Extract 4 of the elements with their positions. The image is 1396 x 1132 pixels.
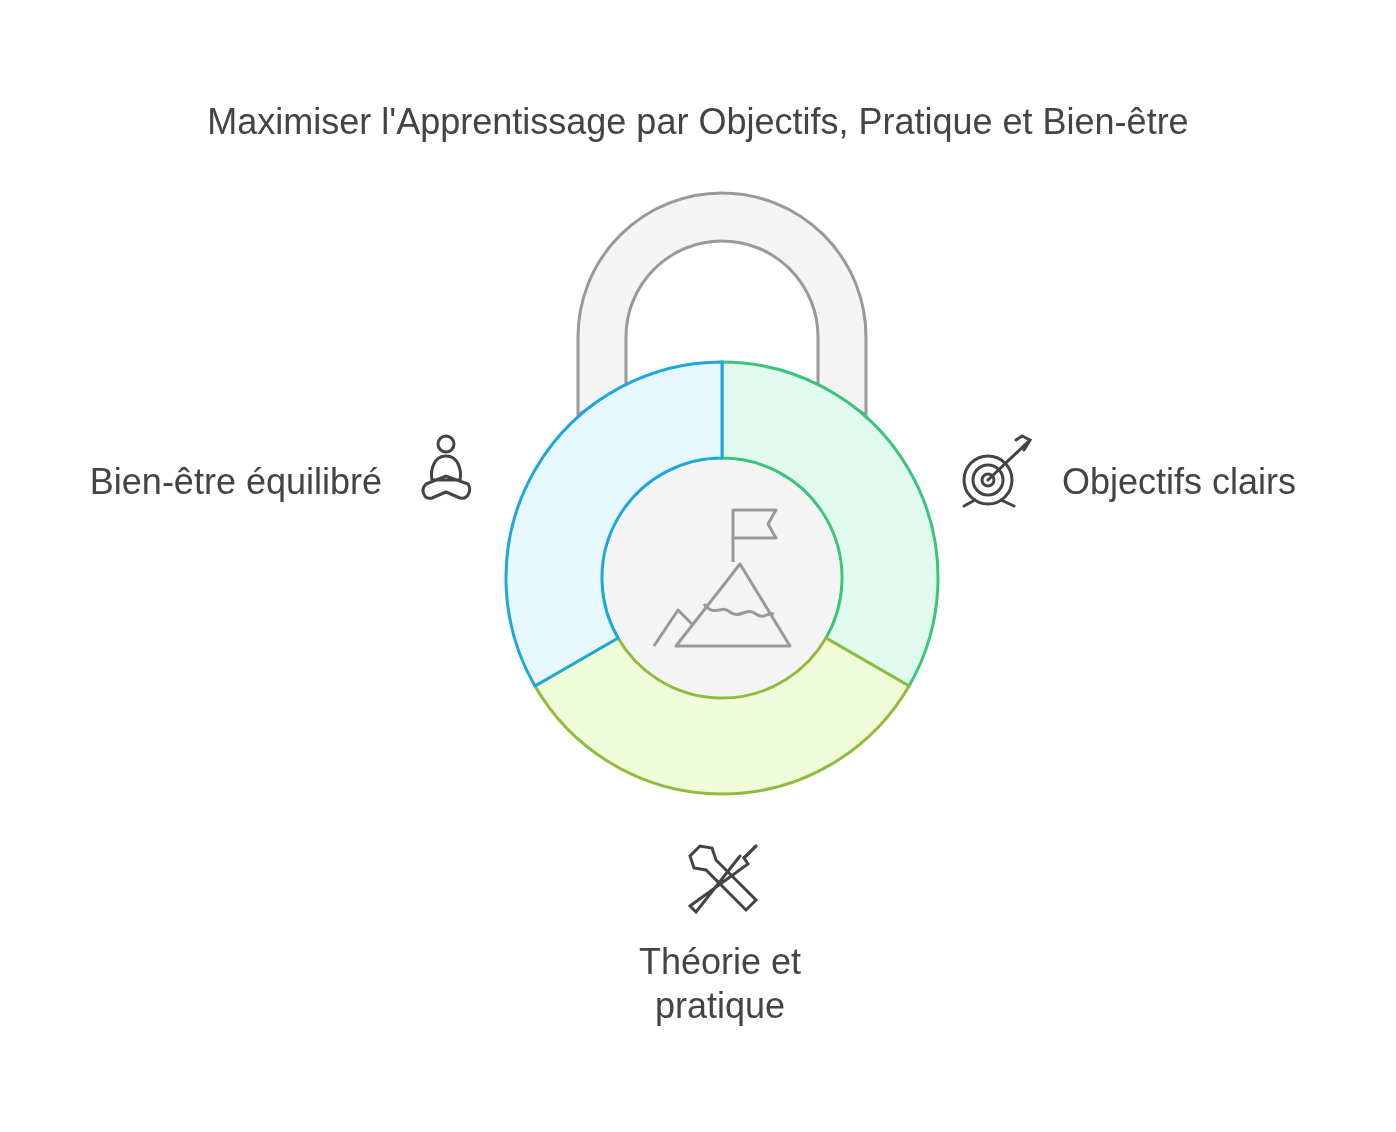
segment-label: Théorie et pratique: [637, 940, 803, 1028]
segment-label: Objectifs clairs: [1062, 460, 1297, 504]
segment-label: Bien-être équilibré: [88, 460, 382, 504]
diagram-title: Maximiser l'Apprentissage par Objectifs, Pratique et Bien-être: [206, 100, 1190, 144]
